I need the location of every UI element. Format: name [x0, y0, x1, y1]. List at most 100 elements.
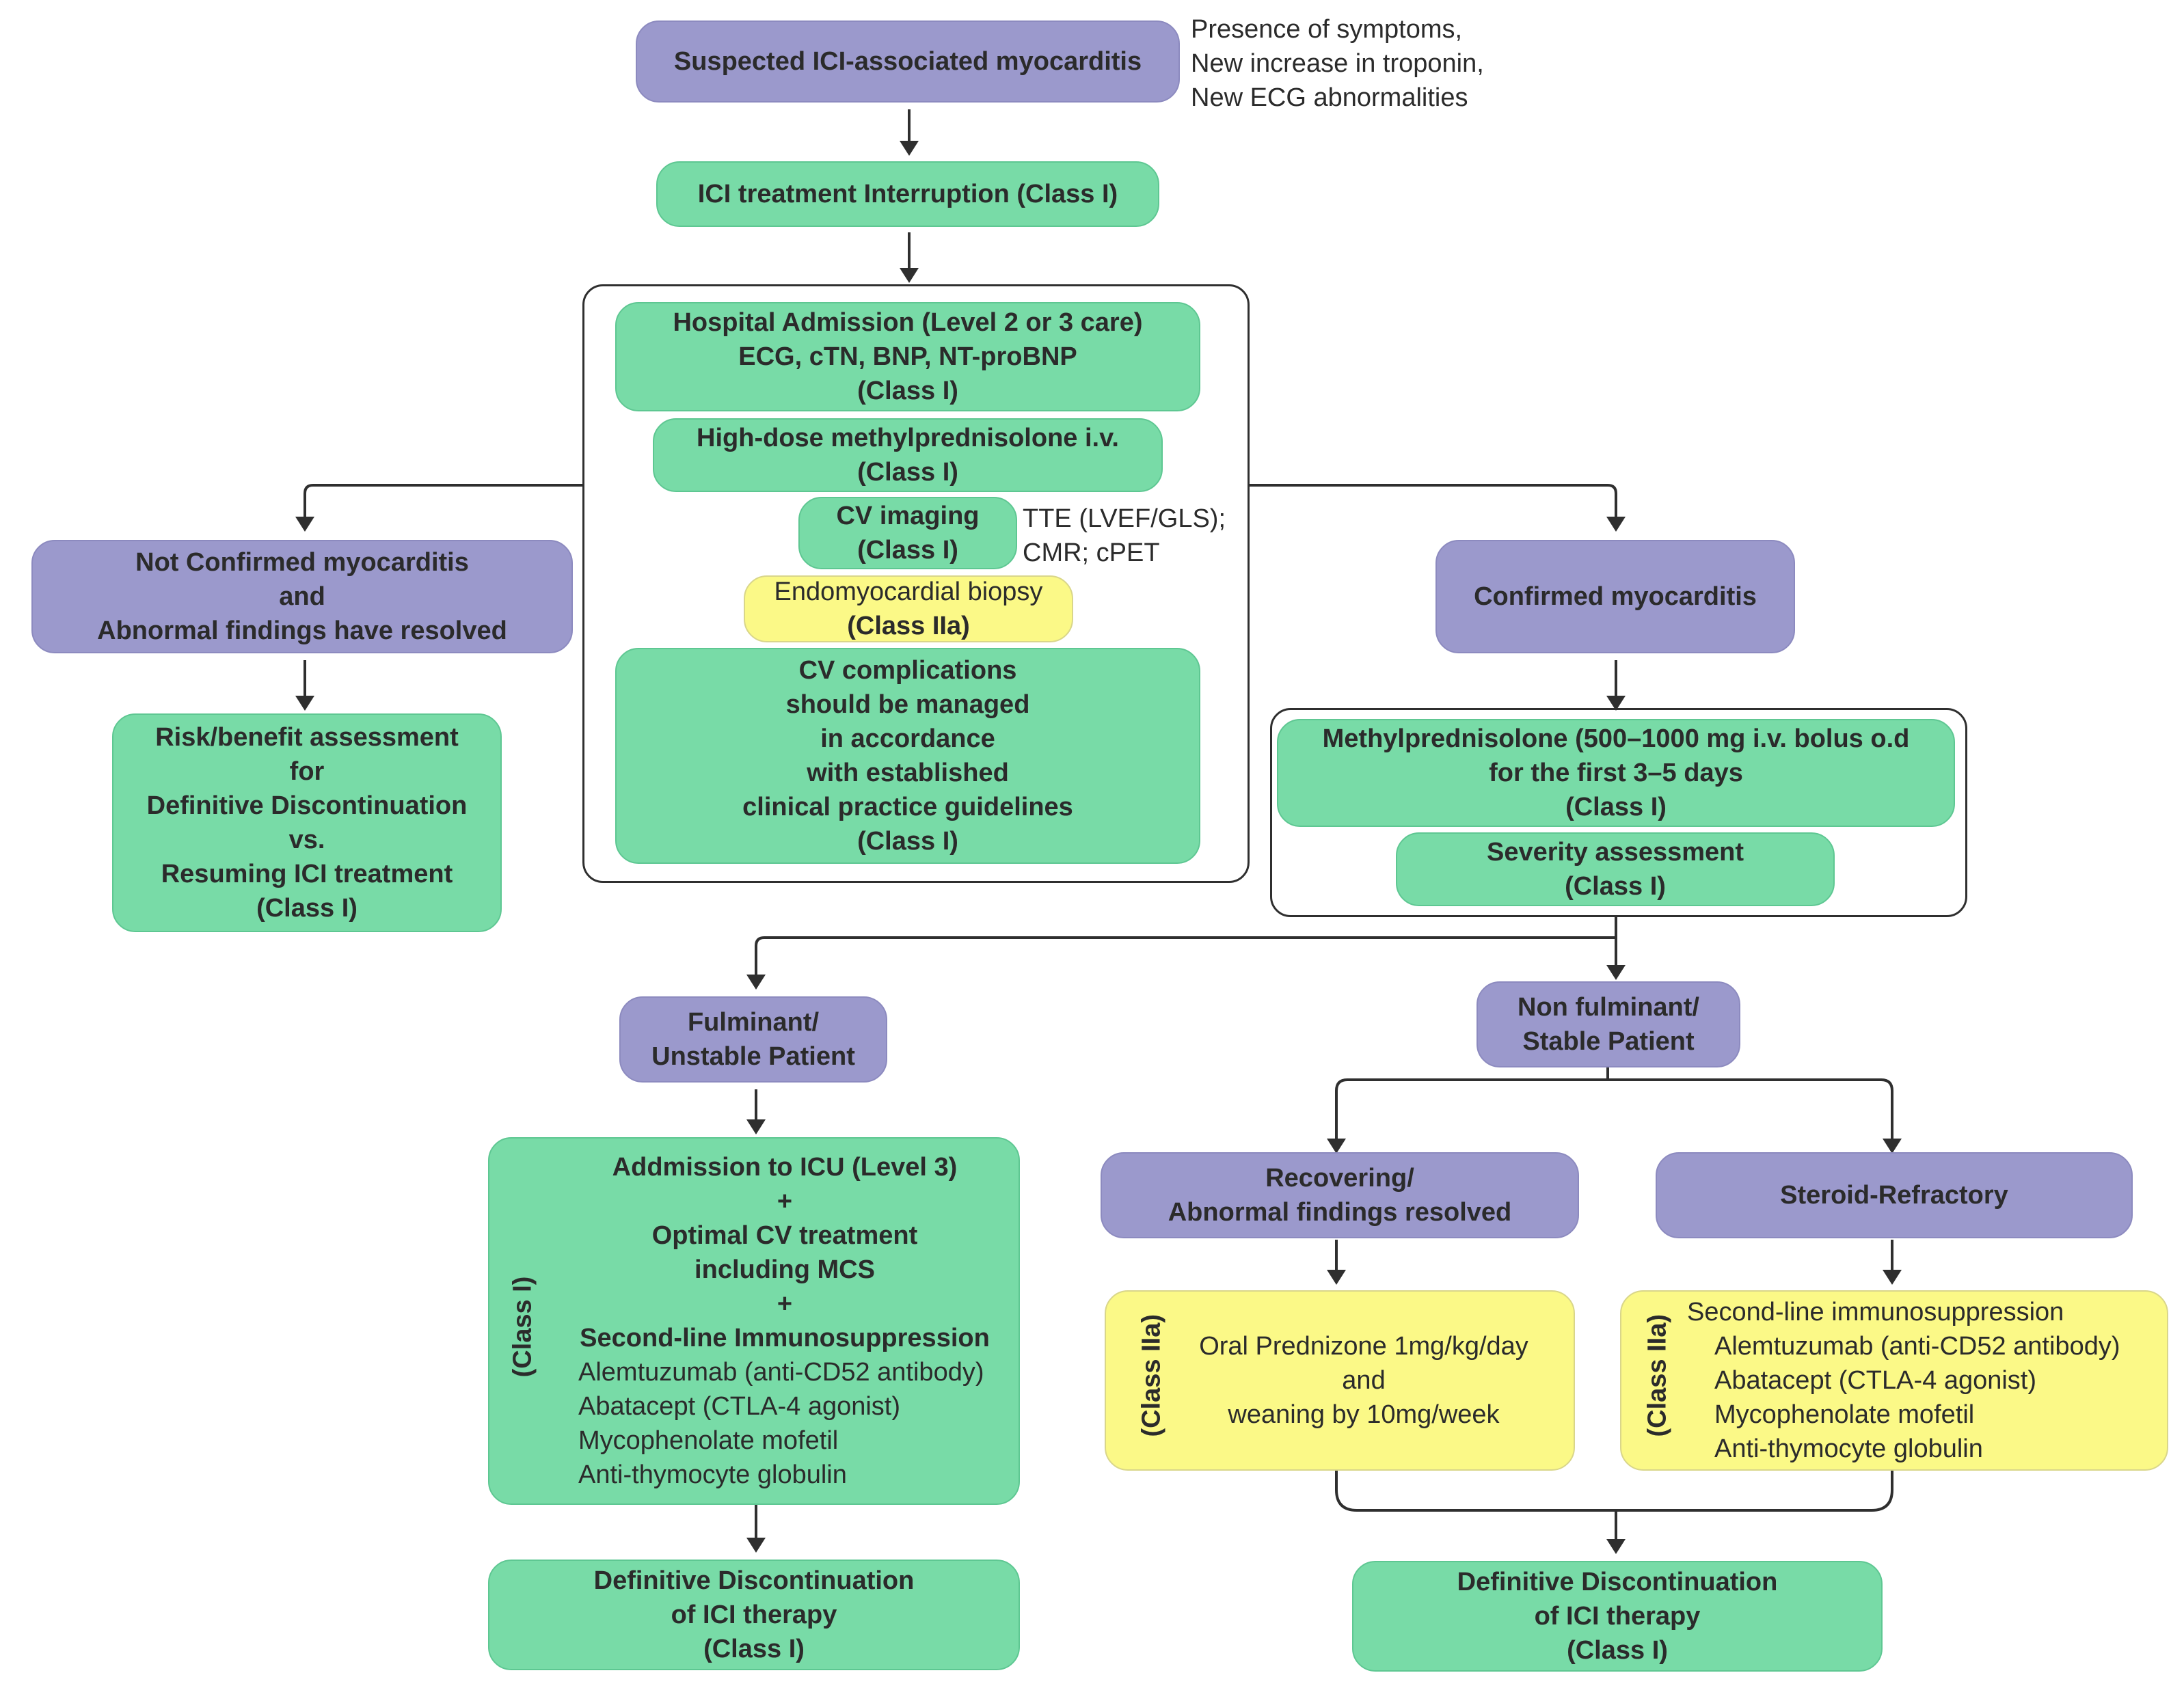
text-line: ICI treatment Interruption (Class I) — [697, 180, 1118, 208]
text-line: (Class I) — [857, 377, 958, 405]
text-line: (Class I) — [1567, 1636, 1668, 1665]
text-line: Abatacept (CTLA-4 agonist) — [1714, 1366, 2037, 1395]
text-line: Definitive Discontinuation — [593, 1566, 915, 1595]
high-dose-methylprednisolone-node: High-dose methylprednisolone i.v. (Class … — [653, 418, 1163, 492]
second-line-class-label: (Class IIa) — [1643, 1313, 1672, 1437]
cv-complications-node: CV complications should be managed in acco… — [615, 648, 1200, 864]
text-line: clinical practice guidelines — [742, 793, 1073, 821]
text-line: Alemtuzumab (anti-CD52 antibody) — [578, 1358, 984, 1387]
confirmed-myocarditis-node: Confirmed myocarditis — [1435, 540, 1795, 653]
text-line: Alemtuzumab (anti-CD52 antibody) — [1714, 1332, 2120, 1361]
definitive-discontinuation-right-node: Definitive Discontinuation of ICI therapy… — [1352, 1561, 1883, 1672]
text-line: for the first 3–5 days — [1489, 759, 1743, 787]
fulminant-patient-node: Fulminant/Unstable Patient — [619, 996, 887, 1083]
text-line: Stable Patient — [1522, 1027, 1695, 1056]
arrowhead-5 — [295, 696, 314, 711]
text-line: of ICI therapy — [1534, 1602, 1701, 1631]
text-line: Anti-thymocyte globulin — [1714, 1434, 1983, 1463]
arrowhead-8 — [746, 975, 766, 990]
arrowhead-4 — [1606, 517, 1626, 532]
second-line-title: Second-line immunosuppression — [1687, 1298, 2064, 1326]
icu-admission-node: Addmission to ICU (Level 3) + Optimal CV t… — [488, 1137, 1020, 1505]
text-line: (Class I) — [857, 827, 958, 856]
text-line: Second-line Immunosuppression — [580, 1324, 990, 1352]
methylprednisolone-bolus-node: Methylprednisolone (500–1000 mg i.v. bol… — [1277, 719, 1955, 827]
text-line: Suspected ICI-associated myocarditis — [673, 47, 1142, 76]
text-line: Presence of symptoms, — [1191, 15, 1463, 44]
icu-class-label: (Class I) — [508, 1276, 537, 1378]
text-line: Abnormal findings have resolved — [97, 616, 507, 645]
arrow-split-to-fulminant — [755, 936, 1616, 983]
arrowhead-1 — [900, 141, 919, 156]
arrowhead-14 — [746, 1538, 766, 1553]
text-line: and — [1342, 1366, 1386, 1395]
suspected-myocarditis-node: Suspected ICI-associated myocarditis — [636, 21, 1180, 103]
text-line: (Class I) — [703, 1635, 805, 1663]
arrowhead-10 — [1327, 1139, 1346, 1154]
text-line: CV complications — [798, 656, 1017, 685]
text-line: (Class IIa) — [847, 612, 970, 640]
text-line: New ECG abnormalities — [1191, 83, 1468, 112]
text-line: + — [777, 1290, 793, 1318]
text-line: for — [289, 757, 325, 786]
text-line: Definitive Discontinuation — [1457, 1568, 1778, 1596]
text-line: in accordance — [820, 724, 995, 753]
second-line-immunosuppression-node: Second-line immunosuppression Alemtuzuma… — [1620, 1290, 2168, 1471]
text-line: Severity assessment — [1486, 838, 1744, 867]
text-line: (Class I) — [857, 458, 958, 487]
text-line: + — [777, 1187, 793, 1216]
text-line: Confirmed myocarditis — [1474, 582, 1757, 611]
text-line: (Class I) — [256, 894, 358, 923]
text-line: Addmission to ICU (Level 3) — [612, 1153, 958, 1182]
text-line: (Class I) — [1565, 793, 1667, 821]
text-line: Non fulminant/ — [1518, 993, 1699, 1022]
text-line: Not Confirmed myocarditis — [135, 548, 469, 577]
arrowhead-13 — [1883, 1270, 1902, 1285]
ici-interruption-node: ICI treatment Interruption (Class I) — [656, 161, 1159, 227]
non-fulminant-patient-node: Non fulminant/Stable Patient — [1477, 981, 1740, 1067]
text-line: Methylprednisolone (500–1000 mg i.v. bol… — [1322, 724, 1910, 753]
recovering-node: Recovering/Abnormal findings resolved — [1101, 1152, 1579, 1238]
text-line: Resuming ICI treatment — [161, 860, 453, 888]
confirmed-group-frame — [1270, 708, 1967, 917]
cv-imaging-node: CV imaging(Class I) — [798, 497, 1017, 569]
severity-assessment-node: Severity assessment(Class I) — [1396, 832, 1835, 906]
text-line: (Class I) — [857, 536, 958, 564]
arrowhead-2 — [900, 268, 919, 283]
text-line: and — [279, 582, 325, 611]
hospital-group-frame — [582, 284, 1250, 883]
text-line: Optimal CV treatment — [651, 1221, 918, 1250]
cv-imaging-modalities-note: TTE (LVEF/GLS);CMR; cPET — [1023, 502, 1226, 570]
arrow-nonfulminant-split — [1335, 1078, 1893, 1147]
text-line: Mycophenolate mofetil — [578, 1426, 839, 1455]
arrowhead-11 — [1883, 1139, 1902, 1154]
icu-bold-lines: Addmission to ICU (Level 3) + Optimal CV t… — [580, 1150, 990, 1355]
arrowhead-9 — [746, 1119, 766, 1134]
text-line: Endomyocardial biopsy — [774, 577, 1043, 606]
arrowhead-12 — [1327, 1270, 1346, 1285]
arrowhead-3 — [295, 517, 314, 532]
text-line: Definitive Discontinuation — [146, 791, 468, 820]
text-line: Abatacept (CTLA-4 agonist) — [578, 1392, 901, 1421]
text-line: Steroid-Refractory — [1780, 1181, 2008, 1210]
text-line: including MCS — [695, 1255, 875, 1284]
text-line: should be managed — [785, 690, 1030, 719]
arrow-frame-to-confirmed — [1250, 484, 1617, 526]
hospital-admission-node: Hospital Admission (Level 2 or 3 care) EC… — [615, 302, 1200, 411]
text-line: TTE (LVEF/GLS); — [1023, 504, 1226, 533]
text-line: Hospital Admission (Level 2 or 3 care) — [673, 308, 1143, 337]
text-line: Unstable Patient — [651, 1042, 855, 1071]
text-line: vs. — [288, 826, 325, 854]
text-line: with established — [807, 759, 1009, 787]
arrow-frame-to-not-confirmed — [304, 484, 582, 526]
arrowhead-15 — [1606, 1539, 1626, 1554]
text-line: High-dose methylprednisolone i.v. — [697, 424, 1119, 452]
text-line: Abnormal findings resolved — [1168, 1198, 1512, 1227]
text-line: ECG, cTN, BNP, NT-proBNP — [738, 342, 1077, 371]
arrowhead-7 — [1606, 965, 1626, 980]
text-line: Mycophenolate mofetil — [1714, 1400, 1975, 1429]
